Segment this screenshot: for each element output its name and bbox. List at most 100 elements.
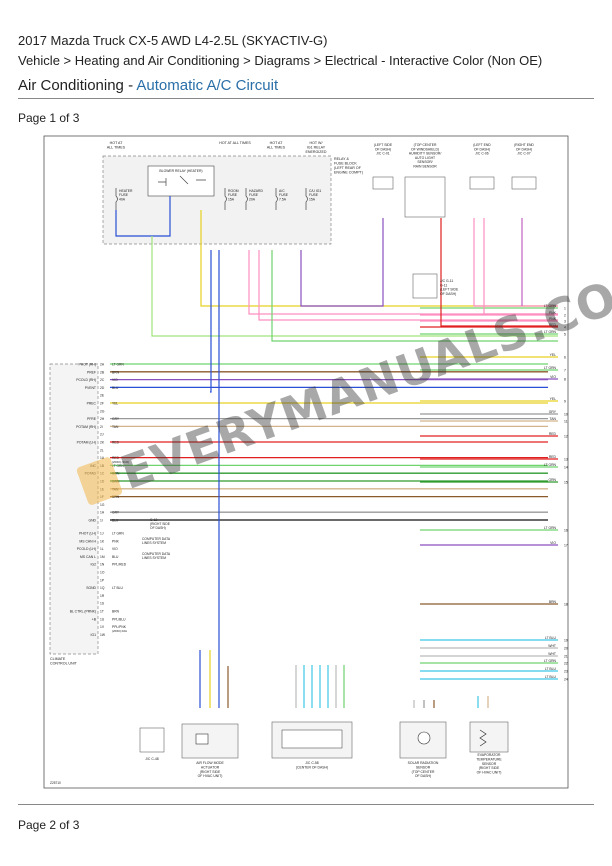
module-pin-function: BL CTRL (PRNK) xyxy=(70,610,96,614)
vertical-wire xyxy=(300,218,384,307)
module-wire-label: GRY xyxy=(112,511,120,515)
jc-c06-box xyxy=(469,176,495,190)
component-label: OF DASH) xyxy=(415,774,431,778)
component-label: (RIGHT SIDE xyxy=(479,766,500,770)
right-wire-number: 15 xyxy=(564,481,568,485)
module-label: CLIMATE xyxy=(50,657,66,661)
component-label: (RIGHT SIDE xyxy=(200,770,221,774)
right-wire-label: VIO xyxy=(550,375,556,379)
right-wire-label: LT GRN xyxy=(544,330,557,334)
vertical-wire xyxy=(271,250,558,342)
module-wire-label: PNK xyxy=(112,539,120,543)
module-pin-number: 2C xyxy=(100,378,105,382)
computer-data-label: LINES SYSTEM xyxy=(142,541,166,545)
component-label: SOLAR RADIATION xyxy=(408,761,439,765)
airflow-actuator-box xyxy=(181,723,239,759)
component-label: EVAPORATOR xyxy=(478,753,502,757)
fuse-label: FUSE xyxy=(309,193,319,197)
module-pin-number: 1B xyxy=(100,464,105,468)
module-pin-number: 1J xyxy=(100,532,104,536)
module-wire-label: VIO xyxy=(112,378,118,382)
right-wire-label: WHT xyxy=(548,652,556,656)
module-pin-function: PCOLD (RH) xyxy=(76,378,96,382)
module-pin-number: 2B xyxy=(100,370,105,374)
fuse-label: 40A xyxy=(119,197,126,201)
jc-c01-box xyxy=(372,176,394,190)
module-label: CONTROL UNIT xyxy=(50,662,78,666)
right-wire-number: 9 xyxy=(564,400,566,404)
right-wire-number: 24 xyxy=(564,678,568,682)
module-wire-label: LT GRN xyxy=(112,532,124,536)
subsection-link[interactable]: Automatic A/C Circuit xyxy=(136,77,279,94)
component-label: SENSOR xyxy=(416,765,431,769)
right-wire-number: 12 xyxy=(564,435,568,439)
module-pin-function: PCOLD (LH) xyxy=(77,547,96,551)
module-pin-function: POTAM (LH) xyxy=(77,441,96,445)
sensor-header-label: J/C C-06 xyxy=(475,152,488,156)
right-wire-number: 13 xyxy=(564,458,568,462)
module-wire-label: TAN xyxy=(112,425,119,429)
right-wire-label: VIO xyxy=(550,541,556,545)
component-label: OF HVAC UNIT) xyxy=(477,771,502,775)
right-wire-label: RED xyxy=(549,455,557,459)
jc-g11-label: (LEFT SIDE xyxy=(440,288,459,292)
sensor-header-label: (LEFT END xyxy=(473,143,491,147)
jc-c48-box xyxy=(139,727,165,753)
sensor-header-label: (TOP CENTER xyxy=(414,143,437,147)
right-wire-label: GRN xyxy=(548,478,556,482)
module-pin-number: 1E xyxy=(100,487,105,491)
page-label-1: Page 1 of 3 xyxy=(18,111,80,125)
module-pin-number: 1P xyxy=(100,578,105,582)
ground-label: G-12 xyxy=(150,518,157,522)
breadcrumb: Vehicle > Heating and Air Conditioning >… xyxy=(18,53,543,68)
fuse-label: C/U IG1 xyxy=(309,189,321,193)
fuse-header-label: HOT W/ xyxy=(310,141,323,145)
module-pin-number: 2F xyxy=(100,402,104,406)
jc-g11-label: OF DASH) xyxy=(440,292,456,296)
sensor-header-label: (LEFT SIDE xyxy=(374,143,393,147)
connector-code: (2F60) (2C0) xyxy=(112,460,129,464)
module-pin-number: 1V xyxy=(100,625,105,629)
fuse-header-label: HOT AT xyxy=(270,141,283,145)
right-wire-label: GRY xyxy=(549,410,557,414)
motor-icon xyxy=(195,733,209,745)
component-label: OF HVAC UNIT) xyxy=(198,774,223,778)
module-pin-number: 2G xyxy=(100,409,105,413)
jc-g11-box xyxy=(412,273,438,299)
module-pin-function: INC xyxy=(90,464,96,468)
sensor-header-label: OF WINDSHIELD) xyxy=(411,147,439,151)
section-separator: - xyxy=(123,77,137,94)
climate-control-unit xyxy=(49,363,99,655)
module-pin-number: 1C xyxy=(100,472,105,476)
module-wire-label: PPL/RED xyxy=(112,563,127,567)
module-wire-label: RED xyxy=(112,441,120,445)
module-wire-label: YEL xyxy=(112,402,118,406)
fuse-header-label: HOT AT xyxy=(110,141,123,145)
relay-block-label: ENGINE COMPT) xyxy=(334,171,363,175)
relay-block-label: (LEFT REAR OF xyxy=(334,166,362,170)
module-pin-number: 1K xyxy=(100,539,105,543)
module-wire-label: TAN xyxy=(112,487,119,491)
module-wire-label: BLU xyxy=(112,386,119,390)
module-pin-function: SGND xyxy=(86,586,96,590)
sensor-header-label: SENSOR/ xyxy=(417,160,432,164)
relay-switch-icon xyxy=(158,175,206,186)
module-pin-function: PHOT (RH) xyxy=(79,363,96,367)
right-wire-number: 14 xyxy=(564,466,568,470)
right-wire-number: 11 xyxy=(564,420,568,424)
right-wire-label: PNK xyxy=(549,317,557,321)
component-label: SENSOR xyxy=(482,762,497,766)
module-pin-function: PREC xyxy=(87,402,97,406)
right-wire-number: 3 xyxy=(564,320,566,324)
page-divider xyxy=(18,804,594,805)
right-wire-number: 4 xyxy=(564,326,566,330)
module-wire-label: BLU xyxy=(112,555,119,559)
right-wire-number: 16 xyxy=(564,529,568,533)
fuse-label: FUSE xyxy=(249,193,259,197)
module-pin-number: 1S xyxy=(100,602,105,606)
fuse-label: FUSE xyxy=(228,193,238,197)
fuse-label: 7.5A xyxy=(279,197,287,201)
module-pin-function: PFRE xyxy=(87,417,97,421)
module-wire-label: PPL/PNK xyxy=(112,625,127,629)
module-wire-label: BRN xyxy=(112,370,120,374)
